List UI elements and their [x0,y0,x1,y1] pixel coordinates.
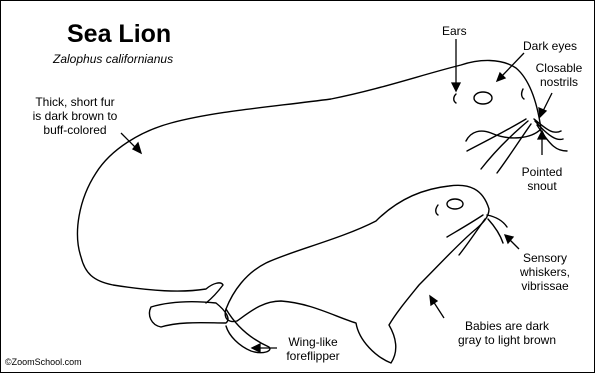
fur-arrow-icon [133,143,141,153]
adult-ear [454,94,456,103]
label-eyes: Dark eyes [523,39,577,53]
label-snout-line-2: snout [512,179,572,193]
label-whiskers-line-2: whiskers, [507,265,583,279]
label-whiskers: Sensory whiskers, vibrissae [507,251,583,293]
label-nostrils-line-1: Closable [529,61,589,75]
babies-arrow-icon [430,296,437,305]
label-fur-line-1: Thick, short fur [15,95,135,109]
label-snout-line-1: Pointed [512,165,572,179]
label-foreflipper-line-1: Wing-like [277,335,349,349]
pup-foreflipper [226,309,270,353]
copyright-notice: ©ZoomSchool.com [5,357,82,367]
label-snout: Pointed snout [512,165,572,193]
pup-ear [436,205,438,215]
label-babies-line-2: gray to light brown [442,333,572,347]
label-fur-line-3: buff-colored [15,123,135,137]
pup-eye [447,199,463,209]
snout-arrow-icon [538,131,546,139]
nostrils-arrow-icon [539,108,546,117]
label-fur-line-2: is dark brown to [15,109,135,123]
label-ears: Ears [442,24,467,38]
foreflipper-arrow-icon [252,344,260,352]
label-whiskers-line-3: vibrissae [507,279,583,293]
label-babies-line-1: Babies are dark [442,319,572,333]
babies-pointer-line [433,301,444,318]
label-foreflipper-line-2: foreflipper [277,349,349,363]
adult-chin [466,129,541,141]
label-foreflipper: Wing-like foreflipper [277,335,349,363]
label-nostrils-line-2: nostrils [529,75,589,89]
scientific-name: Zalophus californianus [53,52,173,66]
ears-arrow-icon [452,83,460,91]
label-whiskers-line-1: Sensory [507,251,583,265]
pup-whiskers [447,215,507,255]
page-title: Sea Lion [67,20,171,48]
label-nostrils: Closable nostrils [529,61,589,89]
label-fur: Thick, short fur is dark brown to buff-c… [15,95,135,137]
adult-rear-flipper [149,302,227,327]
adult-sea-lion-outline [77,60,541,303]
adult-nostril [522,89,524,99]
label-babies: Babies are dark gray to light brown [442,319,572,347]
adult-eye [474,92,492,104]
